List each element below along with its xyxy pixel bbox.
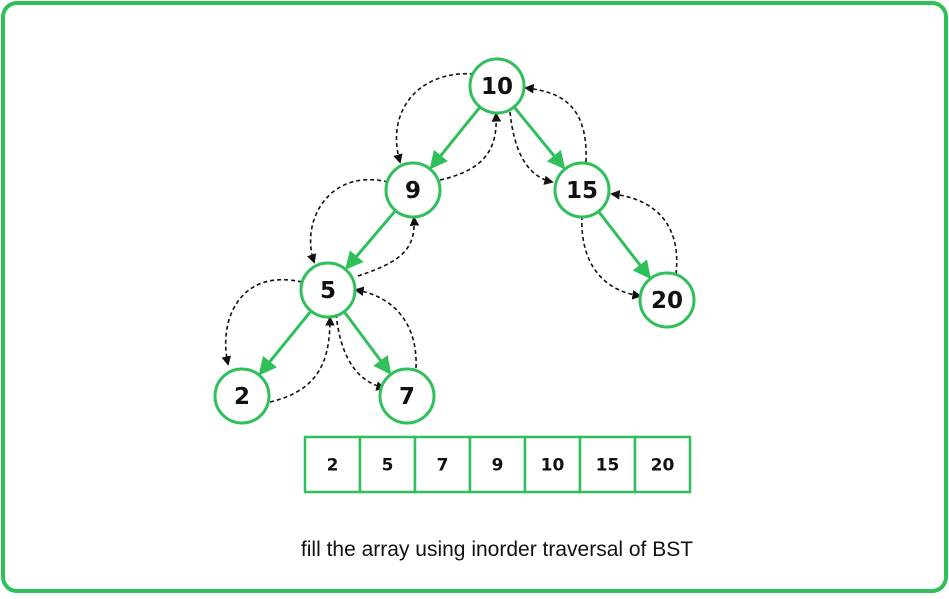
tree-edge-10-15 [512,105,566,170]
traversal-5-to-9 [357,216,420,277]
traversal-9-to-10 [439,112,502,181]
tree-node-20: 20 [638,271,696,329]
tree-node-circle [213,367,271,425]
tree-node-circle [299,261,357,319]
tree-node-circle [468,57,526,115]
tree-node-label: 7 [399,384,415,410]
tree-edge-10-9 [429,106,482,170]
traversal-10-to-9 [393,73,475,164]
array-cell-value: 2 [327,456,339,476]
traversal-9-to-5 [307,179,389,264]
array-cell-value: 20 [651,456,675,476]
array-cell [633,435,692,494]
tree-edge-9-5 [345,209,397,270]
traversal-15-to-10 [524,83,587,163]
tree-node-7: 7 [378,367,436,425]
traversal-20-to-15 [610,190,678,275]
traversal-arrows [221,73,678,403]
tree-nodes: 10 9 15 5 20 2 7 [213,57,696,425]
array-cell-value: 9 [492,456,504,476]
array-cell-value: 5 [382,456,394,476]
tree-edges [258,105,651,376]
array-cell [578,435,637,494]
tree-node-label: 10 [481,74,513,100]
tree-node-label: 20 [651,288,683,314]
tree-node-circle [384,161,442,219]
result-array: 2 5 7 9 10 15 20 [303,435,692,494]
tree-node-circle [378,367,436,425]
tree-node-label: 9 [405,178,421,204]
traversal-7-to-5 [354,286,417,369]
tree-node-5: 5 [299,261,357,319]
tree-node-label: 15 [566,178,598,204]
caption: fill the array using inorder traversal o… [301,538,693,561]
traversal-2-to-5 [269,316,335,403]
array-cell-value: 10 [541,456,565,476]
tree-edge-5-2 [258,310,313,376]
tree-node-label: 2 [234,384,250,410]
array-cell [468,435,527,494]
tree-node-label: 5 [320,278,336,304]
traversal-5-to-7 [335,313,386,391]
array-cell [413,435,472,494]
tree-node-2: 2 [213,367,271,425]
traversal-10-to-15 [509,111,554,185]
traversal-5-to-2 [221,279,303,366]
array-cell [358,435,417,494]
tree-edge-15-20 [597,210,651,280]
tree-node-circle [553,161,611,219]
array-cell-value: 7 [437,456,449,476]
tree-node-15: 15 [553,161,611,219]
array-cell [523,435,582,494]
array-cell-value: 15 [596,456,620,476]
tree-node-9: 9 [384,161,442,219]
tree-node-circle [638,271,696,329]
traversal-15-to-20 [581,215,642,300]
tree-edge-5-7 [342,310,392,375]
tree-node-10: 10 [468,57,526,115]
